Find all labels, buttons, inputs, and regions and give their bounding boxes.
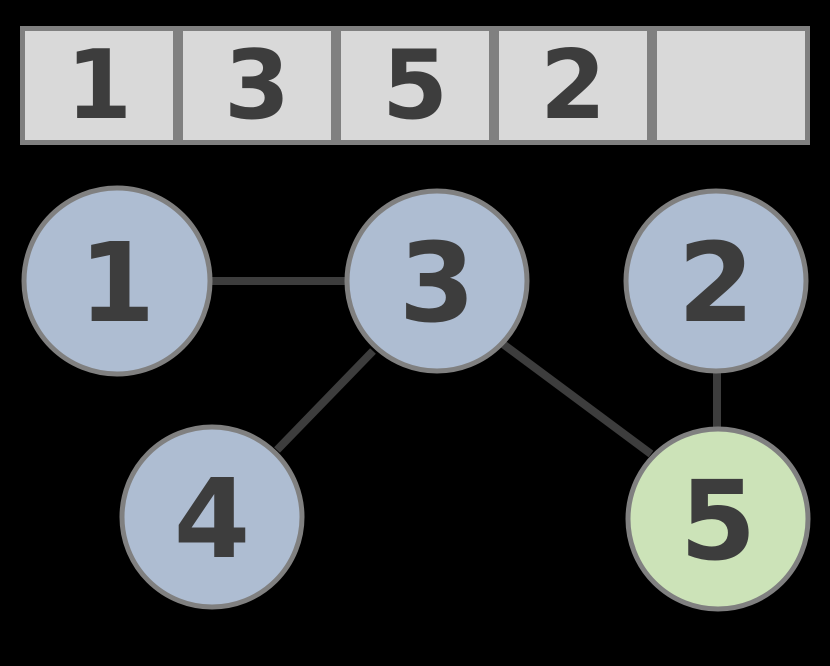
array-cell-box-2[interactable] [336, 26, 494, 145]
array-cell-value-2: 5 [382, 31, 448, 141]
node-circle-2[interactable] [623, 188, 809, 374]
node-label-4: 4 [174, 455, 251, 583]
array-cell-box-0[interactable] [20, 26, 178, 145]
graph-edges [210, 277, 721, 458]
array-cell[interactable] [652, 26, 810, 145]
edge-3-to-4 [274, 348, 376, 453]
graph-node-2[interactable]: 2 [623, 188, 809, 374]
graph-node-5[interactable]: 5 [625, 426, 811, 612]
array-cell-box-1[interactable] [178, 26, 336, 145]
array-cell-value-3: 2 [540, 31, 606, 141]
node-label-1: 1 [79, 219, 156, 347]
graph-node-3[interactable]: 3 [344, 188, 530, 374]
graph-nodes: 1 3 2 4 5 [21, 185, 811, 612]
array-cell[interactable]: 3 [178, 26, 336, 145]
node-circle-4[interactable] [119, 424, 305, 610]
array-cell-box-4[interactable] [652, 26, 810, 145]
array-cell-box-3[interactable] [494, 26, 652, 145]
array-cell-value-0: 1 [66, 31, 132, 141]
array-cell[interactable]: 1 [20, 26, 178, 145]
node-circle-1[interactable] [21, 185, 213, 377]
node-circle-5[interactable] [625, 426, 811, 612]
node-label-3: 3 [399, 219, 476, 347]
array-cell[interactable]: 2 [494, 26, 652, 145]
node-label-2: 2 [678, 219, 755, 347]
node-circle-3[interactable] [344, 188, 530, 374]
visited-order-array: 1 3 5 2 [20, 26, 810, 145]
array-cell[interactable]: 5 [336, 26, 494, 145]
graph-node-4[interactable]: 4 [119, 424, 305, 610]
array-cell-value-1: 3 [224, 31, 290, 141]
node-label-5: 5 [680, 457, 757, 585]
edge-3-to-5 [500, 340, 654, 458]
graph-node-1[interactable]: 1 [21, 185, 213, 377]
